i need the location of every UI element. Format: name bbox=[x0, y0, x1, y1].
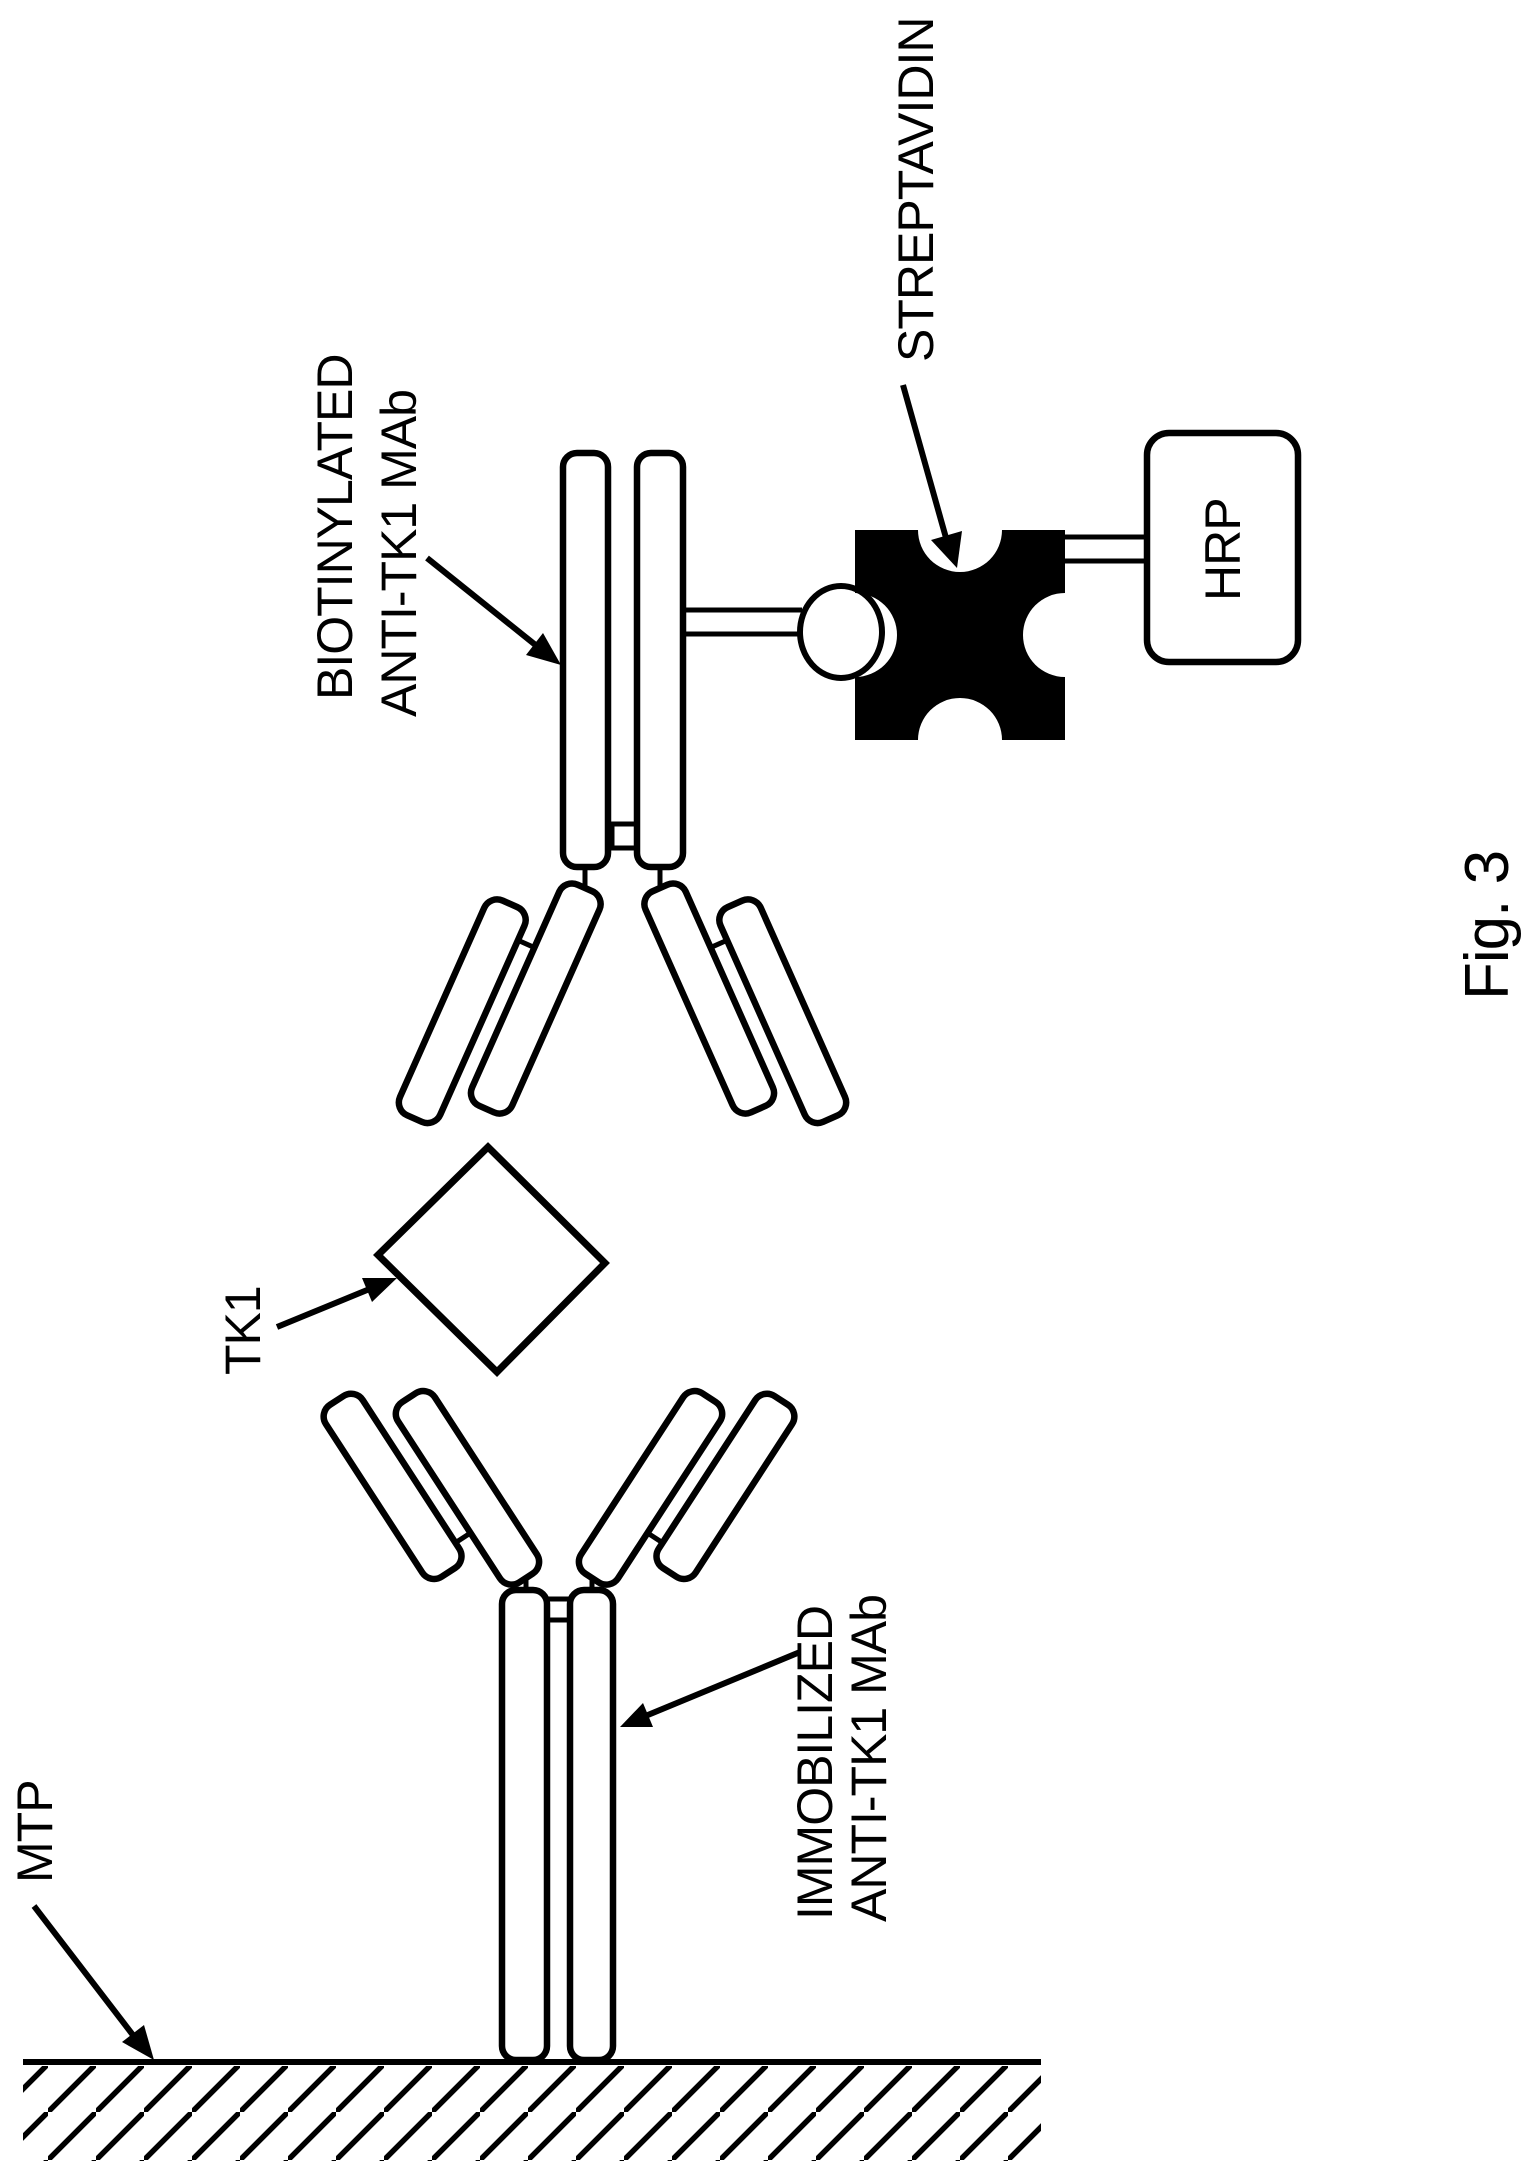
immobilized-label-line1: IMMOBILIZED bbox=[787, 1606, 843, 1920]
fab-bar bbox=[575, 1387, 726, 1588]
streptavidin-arrow bbox=[900, 384, 962, 568]
hrp-box: HRP bbox=[1143, 429, 1302, 666]
immobilized-arrow bbox=[620, 1649, 802, 1727]
fc-bar bbox=[559, 449, 612, 871]
hrp-outline bbox=[1143, 429, 1302, 666]
mtp-label: MTP bbox=[7, 1780, 63, 1883]
hrp-label: HRP bbox=[1195, 498, 1251, 601]
tk1-arrowhead bbox=[362, 1278, 397, 1302]
figure-caption: Fig. 3 bbox=[1453, 851, 1522, 1000]
fc-connector bbox=[609, 821, 640, 851]
fab-arm-left bbox=[395, 880, 604, 1127]
biotin-linker bbox=[683, 607, 802, 637]
fab-connector bbox=[709, 937, 729, 950]
mtp-arrow-line bbox=[31, 1904, 139, 2041]
surface-hatching bbox=[23, 2066, 1041, 2161]
fab-arm-right bbox=[641, 880, 850, 1127]
fc-bar bbox=[498, 1586, 551, 2064]
tk1-label: TK1 bbox=[215, 1286, 271, 1375]
immobilized-arrowhead bbox=[620, 1703, 653, 1727]
fab-arm-right bbox=[575, 1387, 798, 1588]
mtp-arrowhead bbox=[122, 2025, 154, 2060]
immobilized-antibody bbox=[320, 1387, 798, 2064]
immobilized-arrow-line bbox=[641, 1649, 802, 1720]
biotin-circle bbox=[797, 583, 885, 681]
biotinylated-arrow bbox=[425, 555, 561, 665]
streptavidin-notch-right bbox=[1023, 593, 1107, 677]
fc-bar bbox=[566, 1586, 617, 2064]
mtp-arrow bbox=[31, 1904, 154, 2060]
tk1-arrow bbox=[275, 1278, 397, 1330]
fab-connector bbox=[646, 1530, 664, 1545]
immobilized-label-line2: ANTI-TK1 MAb bbox=[841, 1595, 897, 1922]
fab-bar bbox=[467, 880, 604, 1117]
mtp-surface bbox=[23, 2059, 1041, 2161]
biotinylated-antibody bbox=[395, 449, 850, 1127]
streptavidin-label: STREPTAVIDIN bbox=[888, 17, 944, 362]
fab-bar bbox=[641, 880, 778, 1117]
fab-bar bbox=[653, 1390, 798, 1583]
biotinylated-arrowhead bbox=[526, 633, 561, 665]
streptavidin-notch-bottom bbox=[918, 698, 1002, 782]
biotinylated-arrow-line bbox=[425, 555, 540, 650]
streptavidin-notch-top bbox=[918, 488, 1002, 572]
fab-connector bbox=[516, 937, 536, 950]
fab-bar bbox=[320, 1390, 465, 1583]
fab-bar bbox=[392, 1387, 543, 1588]
fc-connector bbox=[544, 1596, 573, 1623]
fab-arm-left bbox=[320, 1387, 543, 1588]
biotinylated-label-line1: BIOTINYLATED bbox=[307, 355, 363, 700]
tk1-arrow-line bbox=[275, 1285, 374, 1330]
fab-bar bbox=[395, 896, 529, 1127]
fc-bar bbox=[633, 449, 687, 871]
hrp-linker bbox=[1065, 534, 1147, 564]
tk1-antigen-diamond bbox=[373, 1142, 610, 1377]
biotinylated-label-line2: ANTI-TK1 MAb bbox=[371, 390, 427, 717]
fab-connector bbox=[454, 1530, 472, 1545]
streptavidin-arrow-line bbox=[900, 384, 951, 546]
streptavidin-arrowhead bbox=[931, 531, 962, 568]
fab-bar bbox=[716, 896, 850, 1127]
